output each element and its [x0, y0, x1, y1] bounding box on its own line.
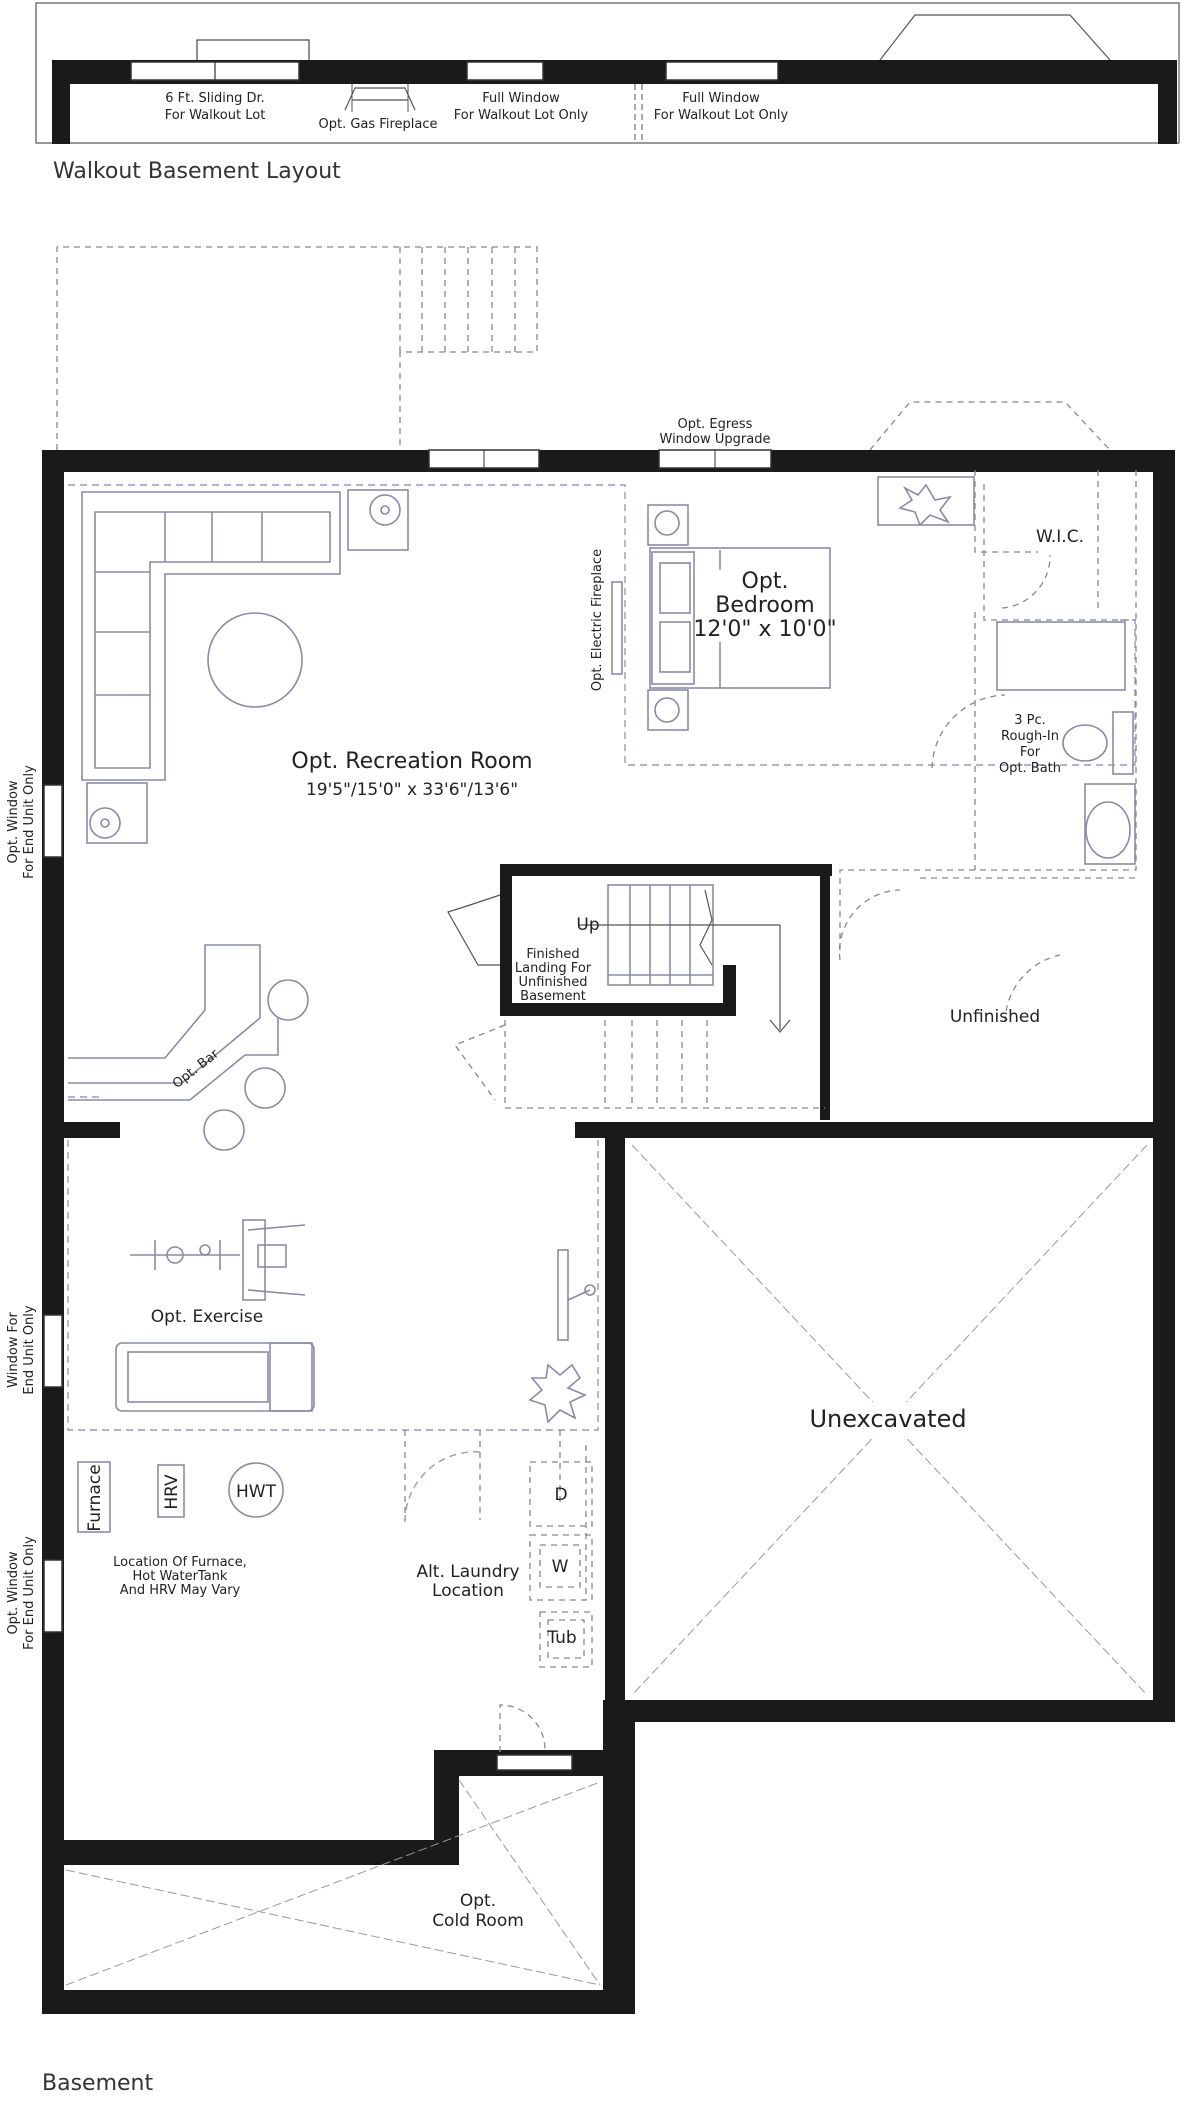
- dryer-label: D: [554, 1485, 567, 1505]
- sliding-door-label-line1: 6 Ft. Sliding Dr.: [165, 91, 265, 106]
- sliding-door-label-line2: For Walkout Lot: [165, 108, 266, 123]
- cold-room-area: [65, 1779, 601, 1986]
- bar-label: Opt. Bar: [170, 1046, 222, 1092]
- plant-icon: [877, 476, 975, 527]
- electric-fireplace-icon: [611, 581, 623, 675]
- end-window-1-line1: Opt. Window: [6, 780, 21, 863]
- unexcavated-label-bg: [812, 1402, 964, 1436]
- electric-fireplace-label: Opt. Electric Fireplace: [590, 549, 605, 691]
- sectional-sofa: [81, 491, 341, 781]
- basement-title: Basement: [42, 2071, 153, 2096]
- full-window-b-line1: Full Window: [682, 91, 760, 106]
- rec-room-label: Opt. Recreation Room: [291, 749, 532, 774]
- bedroom-label-line2: Bedroom: [715, 593, 815, 618]
- bedroom-label-bg: [705, 570, 823, 642]
- mechanical-note-line1: Location Of Furnace,: [113, 1555, 247, 1570]
- bath-label-line2: Rough-In: [1001, 729, 1059, 744]
- unfinished-label: Unfinished: [950, 1007, 1040, 1027]
- mechanical-note-line2: Hot WaterTank: [133, 1569, 228, 1584]
- landing-label-line2: Landing For: [515, 961, 592, 976]
- bedroom-label-line1: Opt.: [742, 569, 789, 594]
- side-table-icon-2: [86, 782, 148, 844]
- end-window-3-line2: For End Unit Only: [22, 1536, 37, 1650]
- exercise-label: Opt. Exercise: [151, 1307, 263, 1327]
- bar-counter: [68, 944, 309, 1151]
- end-window-3-line1: Opt. Window: [6, 1551, 21, 1634]
- laundry-label-line1: Alt. Laundry: [416, 1562, 519, 1582]
- end-window-2-line1: Window For: [6, 1311, 21, 1387]
- bath-label-line3: For: [1020, 745, 1041, 760]
- unexcavated-area: [631, 1144, 1148, 1696]
- walkout-title: Walkout Basement Layout: [53, 159, 341, 184]
- landing-label-line1: Finished: [526, 947, 579, 962]
- landing-label-line4: Basement: [520, 989, 586, 1004]
- dashed-partitions: [67, 470, 1137, 1600]
- bathroom-fixtures: [838, 554, 1136, 1023]
- cold-room-label-line1: Opt.: [460, 1891, 496, 1911]
- landing-label-line3: Unfinished: [518, 975, 587, 990]
- gas-fireplace-label: Opt. Gas Fireplace: [319, 117, 438, 132]
- washer-label: W: [552, 1557, 569, 1577]
- stairs-up-label: Up: [576, 915, 599, 935]
- tub-label: Tub: [546, 1628, 576, 1648]
- mechanical-equipment: [77, 1461, 593, 1753]
- laundry-label-line2: Location: [432, 1581, 504, 1601]
- mechanical-note-line3: And HRV May Vary: [120, 1583, 241, 1598]
- bath-label-line1: 3 Pc.: [1014, 713, 1046, 728]
- end-window-1-line2: For End Unit Only: [22, 765, 37, 879]
- end-window-2-line2: End Unit Only: [22, 1305, 37, 1395]
- walls: [42, 450, 1175, 2014]
- side-table-icon: [347, 489, 409, 551]
- unexcavated-label: Unexcavated: [809, 1405, 966, 1433]
- bath-label-line4: Opt. Bath: [999, 761, 1061, 776]
- wic-label: W.I.C.: [1036, 527, 1084, 547]
- bedroom-dimension: 12'0" x 10'0": [693, 617, 836, 642]
- coffee-table-icon: [207, 612, 303, 708]
- furnace-label: Furnace: [85, 1464, 105, 1531]
- egress-label-line1: Opt. Egress: [678, 417, 753, 432]
- exterior-outlines: [56, 246, 1111, 451]
- windows: [43, 449, 772, 1771]
- walkout-elevation: [35, 2, 1180, 144]
- hrv-label: HRV: [162, 1474, 182, 1510]
- full-window-a-line2: For Walkout Lot Only: [454, 108, 589, 123]
- rec-room-dimension: 19'5"/15'0" x 33'6"/13'6": [306, 780, 518, 800]
- exercise-equipment: [115, 1219, 596, 1523]
- hwt-label: HWT: [236, 1482, 277, 1502]
- full-window-a-line1: Full Window: [482, 91, 560, 106]
- cold-room-label-line2: Cold Room: [432, 1911, 524, 1931]
- stairs: [447, 884, 825, 1109]
- egress-label-line2: Window Upgrade: [660, 432, 771, 447]
- full-window-b-line2: For Walkout Lot Only: [654, 108, 789, 123]
